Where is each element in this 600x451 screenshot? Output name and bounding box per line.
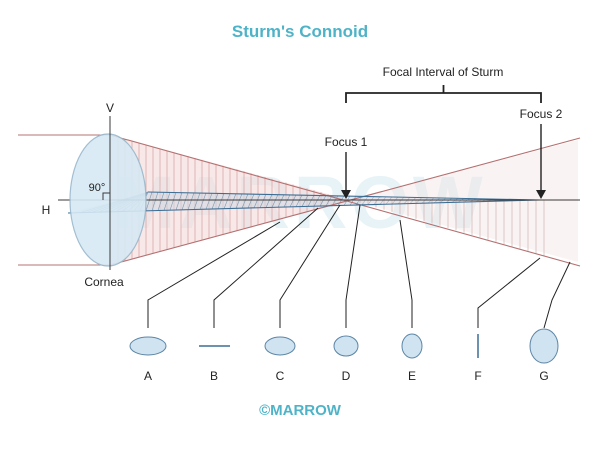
point-letter-e: E bbox=[408, 369, 416, 383]
horizontal-meridian-wedge bbox=[70, 192, 540, 213]
hatch-line bbox=[379, 196, 387, 205]
leader-lines bbox=[147, 204, 571, 329]
hatch-line bbox=[301, 195, 309, 207]
leader-line-c bbox=[279, 204, 341, 328]
point-letter-g: G bbox=[539, 369, 548, 383]
horizontal-ray-back bbox=[147, 191, 541, 201]
horizontal-label: H bbox=[42, 203, 51, 217]
diverging-hatching bbox=[359, 200, 545, 256]
vertical-label: V bbox=[106, 101, 114, 115]
hatch-line bbox=[283, 194, 291, 208]
hatch-line bbox=[313, 195, 321, 207]
hatch-line bbox=[145, 191, 153, 211]
shape-c-horizontal-ellipse bbox=[264, 336, 296, 356]
hatch-line bbox=[199, 192, 207, 210]
hatch-line bbox=[373, 196, 381, 205]
hatch-line bbox=[289, 194, 297, 208]
focal-interval-label: Focal Interval of Sturm bbox=[383, 65, 504, 79]
hatch-line bbox=[331, 195, 339, 206]
hatch-line bbox=[277, 194, 285, 208]
focus2-label: Focus 2 bbox=[520, 107, 563, 121]
hatch-line bbox=[157, 192, 165, 211]
cornea-label: Cornea bbox=[84, 275, 124, 289]
cornea-lens bbox=[69, 133, 147, 267]
footer-copyright: ©MARROW bbox=[259, 402, 341, 419]
hatch-line bbox=[319, 195, 327, 207]
point-letter-f: F bbox=[474, 369, 481, 383]
hatch-line bbox=[181, 192, 189, 210]
leader-line-b bbox=[213, 207, 319, 328]
hatch-line bbox=[229, 193, 237, 209]
hatch-line bbox=[151, 191, 159, 211]
hatch-line bbox=[391, 196, 399, 205]
shape-a-horizontal-ellipse bbox=[129, 336, 167, 356]
hatch-line bbox=[235, 193, 243, 209]
hatch-line bbox=[205, 193, 213, 210]
vertical-ray-bottom bbox=[109, 137, 581, 266]
leader-line-g bbox=[543, 261, 571, 329]
hatch-line bbox=[253, 194, 261, 208]
hatch-line bbox=[271, 194, 279, 208]
hatch-line bbox=[223, 193, 231, 209]
hatch-line bbox=[241, 193, 249, 209]
hatch-line bbox=[265, 194, 273, 208]
angle-label: 90° bbox=[89, 182, 106, 194]
horizontal-ray-front bbox=[67, 199, 541, 214]
point-letter-d: D bbox=[342, 369, 351, 383]
hatch-line bbox=[259, 194, 267, 208]
hatch-line bbox=[175, 192, 183, 211]
hatch-line bbox=[211, 193, 219, 210]
hatch-line bbox=[385, 196, 393, 205]
leader-line-f bbox=[477, 257, 541, 328]
hatch-line bbox=[193, 192, 201, 210]
point-letter-a: A bbox=[144, 369, 152, 383]
leader-line-d bbox=[345, 204, 361, 328]
diagram-title: Sturm's Connoid bbox=[231, 22, 369, 41]
hatch-line bbox=[295, 194, 303, 207]
focal-interval-bracket bbox=[345, 92, 542, 103]
hatch-line bbox=[325, 195, 333, 207]
hatch-line bbox=[397, 196, 405, 205]
focus1-label: Focus 1 bbox=[325, 135, 368, 149]
hatch-line bbox=[307, 195, 315, 207]
hatch-line bbox=[217, 193, 225, 209]
hatch-line bbox=[367, 196, 375, 205]
hatch-line bbox=[187, 192, 195, 210]
shape-g-vertical-ellipse bbox=[529, 328, 559, 364]
leader-line-a bbox=[147, 221, 281, 328]
hatch-line bbox=[349, 195, 357, 206]
hatch-line bbox=[163, 192, 171, 211]
shape-e-vertical-ellipse bbox=[401, 333, 423, 359]
hatch-line bbox=[337, 195, 345, 206]
hatch-line bbox=[361, 196, 369, 206]
hatch-line bbox=[247, 193, 255, 209]
right-angle-marker bbox=[102, 192, 110, 200]
point-letter-b: B bbox=[210, 369, 218, 383]
leader-line-e bbox=[399, 219, 413, 328]
focus1-arrowhead bbox=[341, 190, 351, 199]
focus2-arrowhead bbox=[536, 190, 546, 199]
shape-d-circle bbox=[333, 335, 359, 357]
point-letter-c: C bbox=[276, 369, 285, 383]
point-letter-labels: A B C D E F G bbox=[144, 369, 549, 383]
hatch-line bbox=[169, 192, 177, 211]
